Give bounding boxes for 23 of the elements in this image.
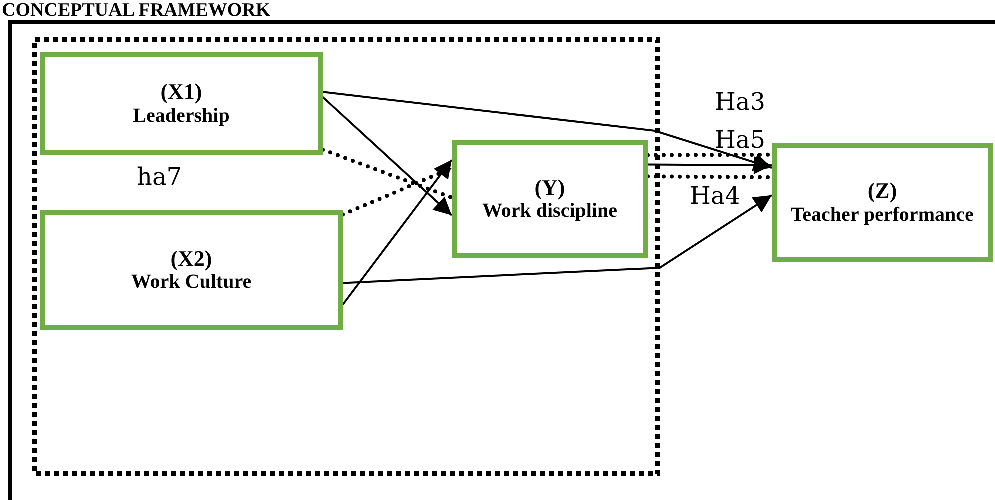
variable-name: Work discipline [482,200,618,224]
arrow [648,156,772,174]
arrow [342,159,453,306]
variable-box [452,140,648,258]
variable-code: (X1) [160,79,202,105]
variable-box [40,210,343,330]
arrow [322,91,772,172]
variable-code: (Z) [868,178,898,204]
variable-box [40,52,323,155]
hypothesis-label: Ha3 [715,90,766,114]
variable-code: (Y) [534,174,566,200]
variable-name: Leadership [133,104,230,128]
variable-name: Teacher performance [791,204,974,227]
diagram-title: CONCEPTUAL FRAMEWORK [2,0,271,22]
variable-code: (X2) [170,246,212,272]
hypothesis-label: Ha5 [715,128,766,152]
variable-name: Work Culture [131,271,252,294]
hypothesis-label: ha7 [137,165,182,189]
dotted-arrow [341,166,454,217]
hypothesis-label: Ha4 [690,184,741,208]
variable-box [772,143,993,262]
arrow [342,194,773,284]
arrow [322,96,453,216]
